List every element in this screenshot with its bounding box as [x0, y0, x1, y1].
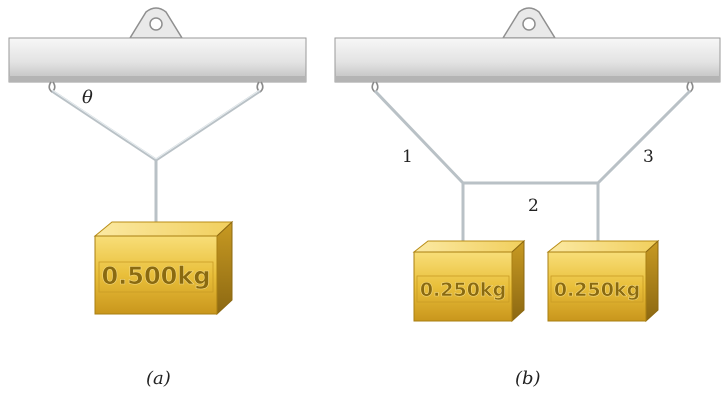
rope-1-label: 1 [402, 147, 413, 167]
caption-a: (a) [146, 368, 171, 389]
panel-b: 1 2 3 0.250kg 0.250kg (b) [334, 7, 721, 389]
beam-b [334, 37, 721, 83]
beam-hooks-b [371, 81, 694, 94]
eyelet-b [501, 7, 557, 39]
mass-label-a: 0.500kg [101, 262, 210, 290]
mass-block-b-right: 0.250kg [546, 239, 660, 323]
caption-b: (b) [515, 368, 541, 389]
mass-label-b-right: 0.250kg [554, 279, 640, 301]
mass-label-b-left: 0.250kg [420, 279, 506, 301]
rope-2-label: 2 [528, 196, 539, 216]
angle-theta-label: θ [82, 87, 93, 108]
mass-block-a: 0.500kg [93, 220, 234, 316]
ropes-b [373, 89, 692, 242]
mass-block-b-left: 0.250kg [412, 239, 526, 323]
beam-a [8, 37, 307, 83]
ropes-a [51, 89, 261, 226]
panel-a: θ 0.500kg (a) [8, 7, 307, 389]
eyelet-a [128, 7, 184, 39]
rope-3-label: 3 [643, 147, 654, 167]
